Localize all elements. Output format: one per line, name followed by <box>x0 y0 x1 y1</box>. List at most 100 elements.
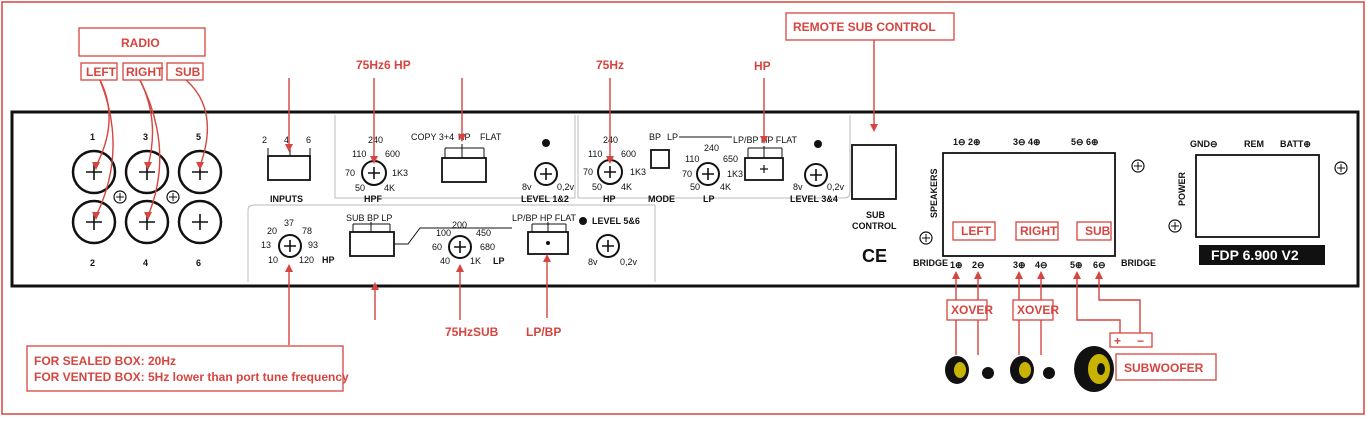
speaker-terminal-2[interactable]: 2⊖ <box>972 260 985 270</box>
vented-box-note: FOR VENTED BOX: 5Hz lower than port tune… <box>34 370 349 384</box>
sublp-scale: 200 <box>452 220 467 230</box>
hpf-scale: 1K3 <box>392 168 408 178</box>
inputs-scale-6: 6 <box>306 135 311 145</box>
rca-label-4: 4 <box>143 258 148 268</box>
remote-sub-label: REMOTE SUB CONTROL <box>793 20 936 34</box>
subhp-scale: 10 <box>268 255 278 265</box>
hpf-callout: 75Hz6 HP <box>356 58 466 164</box>
level-1-2-knob[interactable]: 8v 0,2v LEVEL 1&2 <box>521 139 575 204</box>
ground-screw-icon <box>1168 219 1182 233</box>
ground-screw-icon <box>113 190 127 204</box>
ce-mark: CE <box>862 246 887 266</box>
rca-jack-2[interactable] <box>71 199 117 245</box>
sub-control-label: SUB <box>866 210 886 220</box>
speaker-terminal-1[interactable]: 1⊕ <box>950 260 963 270</box>
hpf-callout-label: 75Hz6 HP <box>356 58 411 72</box>
hp-scale: 600 <box>621 149 636 159</box>
speaker-terminal-6[interactable]: 6⊖ <box>1093 260 1106 270</box>
rca-label-3: 3 <box>143 132 148 142</box>
rca-jack-1[interactable] <box>71 149 117 195</box>
subhp-scale: 78 <box>302 226 312 236</box>
level-5-6-knob[interactable]: LEVEL 5&6 8v 0,2v <box>579 216 640 267</box>
sub-lp-label: LP <box>493 256 505 266</box>
hp-scale: 50 <box>592 182 602 192</box>
hp-scale: 110 <box>588 149 602 159</box>
level-3-4-knob[interactable]: 8v 0,2v LEVEL 3&4 <box>790 140 845 204</box>
sub-section-border <box>247 204 656 282</box>
radio-left: LEFT <box>86 65 117 79</box>
sub-plus-label: + <box>1114 334 1121 348</box>
amplifier-panel <box>10 110 1360 288</box>
speaker-top-34: 3⊖ 4⊕ <box>1013 137 1041 147</box>
rca-jack-5[interactable] <box>177 149 223 195</box>
rear-filter-callout-label: HP <box>754 59 771 73</box>
rear-hp-callout: 75Hz <box>596 58 624 164</box>
bridge-label-left: BRIDGE <box>913 258 948 268</box>
sub-control-port[interactable]: SUB CONTROL <box>851 144 897 231</box>
sub-hp-knob[interactable]: 37 20 78 13 93 10 120 HP <box>261 218 335 265</box>
sub-hp-label: HP <box>322 255 335 265</box>
tweeter-left-icon <box>982 367 994 379</box>
inputs-switch[interactable]: 2 4 6 INPUTS <box>262 135 311 204</box>
rca-label-2: 2 <box>90 258 95 268</box>
speakers-label: SPEAKERS <box>929 168 939 218</box>
sub-lp-callout-label: 75HzSUB <box>445 325 499 339</box>
batt-terminal[interactable]: BATT⊕ <box>1280 139 1311 149</box>
rear-lp-knob[interactable]: 240 110 650 70 1K3 50 4K LP <box>682 143 743 204</box>
rear-section-border <box>577 115 851 199</box>
hpf-knob[interactable]: 240 110 600 70 1K3 50 4K HPF <box>345 135 408 204</box>
sub-hp-callout: 75HzSUB LP/BP <box>285 254 561 345</box>
speaker-left-label: LEFT <box>961 224 992 238</box>
speaker-terminal-4[interactable]: 4⊖ <box>1035 260 1048 270</box>
xover-right-label: XOVER <box>1017 303 1059 317</box>
hpf-label: HPF <box>364 194 383 204</box>
speaker-right-label: RIGHT <box>1020 224 1058 238</box>
inputs-scale-2: 2 <box>262 135 267 145</box>
level-scale: 8v <box>522 182 532 192</box>
sublp-scale: 60 <box>432 242 442 252</box>
gnd-terminal[interactable]: GND⊖ <box>1190 139 1218 149</box>
mode-label: MODE <box>648 194 675 204</box>
control-label: CONTROL <box>852 221 897 231</box>
ground-screw-icon <box>1334 161 1348 175</box>
outer-frame <box>1 1 1365 415</box>
rem-terminal[interactable]: REM <box>1244 139 1264 149</box>
mode-switch[interactable]: BP LP MODE <box>648 132 732 204</box>
rca-jack-3[interactable] <box>124 149 170 195</box>
subhp-scale: 120 <box>299 255 314 265</box>
bridge-label-right: BRIDGE <box>1121 258 1156 268</box>
flat-label: FLAT <box>480 132 502 142</box>
rca-label-6: 6 <box>196 258 201 268</box>
level-5-6-label: LEVEL 5&6 <box>592 216 640 226</box>
hp-scale: 4K <box>621 182 632 192</box>
woofer-left-icon <box>945 356 969 384</box>
subhp-scale: 13 <box>261 240 271 250</box>
sublp-scale: 680 <box>480 242 495 252</box>
rca-jack-6[interactable] <box>177 199 223 245</box>
subhp-scale: 93 <box>308 240 318 250</box>
speaker-terminal-5[interactable]: 5⊕ <box>1070 260 1083 270</box>
mode-bp: BP <box>649 132 661 142</box>
subwoofer-icon <box>1074 346 1114 392</box>
lp-scale: 1K3 <box>727 169 743 179</box>
lp-scale: 650 <box>723 154 738 164</box>
rca-jack-4[interactable] <box>124 199 170 245</box>
sealed-box-note: FOR SEALED BOX: 20Hz <box>34 354 176 368</box>
sub-mode-switch[interactable]: SUB BP LP <box>346 213 512 257</box>
speaker-terminal-3[interactable]: 3⊕ <box>1013 260 1026 270</box>
radio-sub: SUB <box>175 65 201 79</box>
sub-lp-knob[interactable]: 200 100 450 60 680 40 1K LP <box>432 220 505 266</box>
xover-left-label: XOVER <box>951 303 993 317</box>
hpf-scale: 50 <box>355 183 365 193</box>
sub-filter-switch[interactable]: LP/BP HP FLAT <box>512 213 577 255</box>
level-scale: 8v <box>588 257 598 267</box>
lp-scale: 70 <box>682 169 692 179</box>
sub-filter-labels: LP/BP HP FLAT <box>512 213 577 223</box>
level-scale: 0,2v <box>620 257 638 267</box>
power-label: POWER <box>1177 171 1187 206</box>
hp-knob-label: HP <box>603 194 616 204</box>
sublp-scale: 450 <box>476 228 491 238</box>
power-terminal-block: POWER GND⊖ REM BATT⊕ FDP 6.900 V2 <box>1168 139 1348 265</box>
hpf-scale: 240 <box>368 135 383 145</box>
hpf-scale: 600 <box>385 149 400 159</box>
